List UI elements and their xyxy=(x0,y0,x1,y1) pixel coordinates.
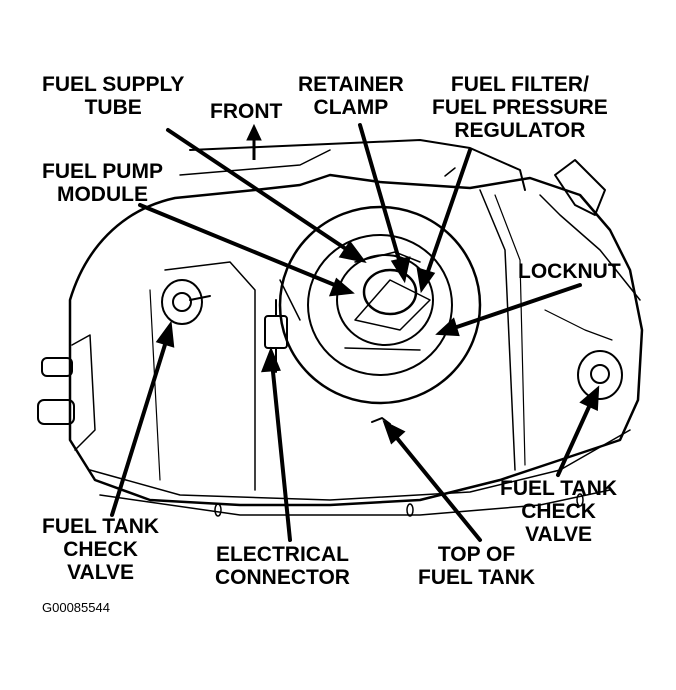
label-front: FRONT xyxy=(210,100,283,123)
label-locknut: LOCKNUT xyxy=(518,260,621,283)
leader-fuel-supply-tube xyxy=(166,128,357,257)
tank-outline xyxy=(68,173,644,507)
pump-module-cap xyxy=(362,268,418,316)
top-plate-inner xyxy=(179,149,331,176)
leader-top-of-tank xyxy=(390,430,482,542)
label-retainer-clamp: RETAINER CLAMP xyxy=(298,73,404,119)
tank-rib-left xyxy=(164,261,256,491)
leader-locknut xyxy=(446,283,582,332)
left-port-upper xyxy=(41,357,73,377)
tank-lower-edge xyxy=(89,429,631,501)
label-electrical-connector: ELECTRICAL CONNECTOR xyxy=(215,543,350,589)
label-top-of-tank: TOP OF FUEL TANK xyxy=(418,543,536,589)
label-check-valve-right: FUEL TANK CHECK VALVE xyxy=(500,477,618,546)
label-fuel-supply-tube: FUEL SUPPLY TUBE xyxy=(42,73,185,119)
front-bracket xyxy=(554,159,606,216)
leader-retainer-clamp xyxy=(358,123,404,272)
top-of-tank-mark xyxy=(371,417,391,425)
tank-rib-right xyxy=(479,189,516,471)
leader-check-valve-left xyxy=(110,333,170,517)
tank-bottom-flange xyxy=(99,489,611,516)
label-check-valve-left: FUEL TANK CHECK VALVE xyxy=(42,515,160,584)
leader-check-valve-right xyxy=(556,396,595,477)
top-plate xyxy=(189,139,526,191)
pump-module-outer-ring xyxy=(278,205,482,405)
front-arrow xyxy=(246,123,262,160)
figure-id: G00085544 xyxy=(42,600,110,615)
pump-module-locknut-ring xyxy=(307,234,453,376)
label-fuel-pump-module: FUEL PUMP MODULE xyxy=(42,160,163,206)
leader-fuel-pump-module xyxy=(138,203,344,290)
leader-fuel-filter xyxy=(423,148,472,282)
label-fuel-filter-regulator: FUEL FILTER/ FUEL PRESSURE REGULATOR xyxy=(432,73,608,142)
leader-electrical-connector xyxy=(270,360,292,542)
right-check-valve xyxy=(577,350,623,400)
left-port-lower xyxy=(37,399,75,425)
left-check-valve xyxy=(161,279,203,325)
